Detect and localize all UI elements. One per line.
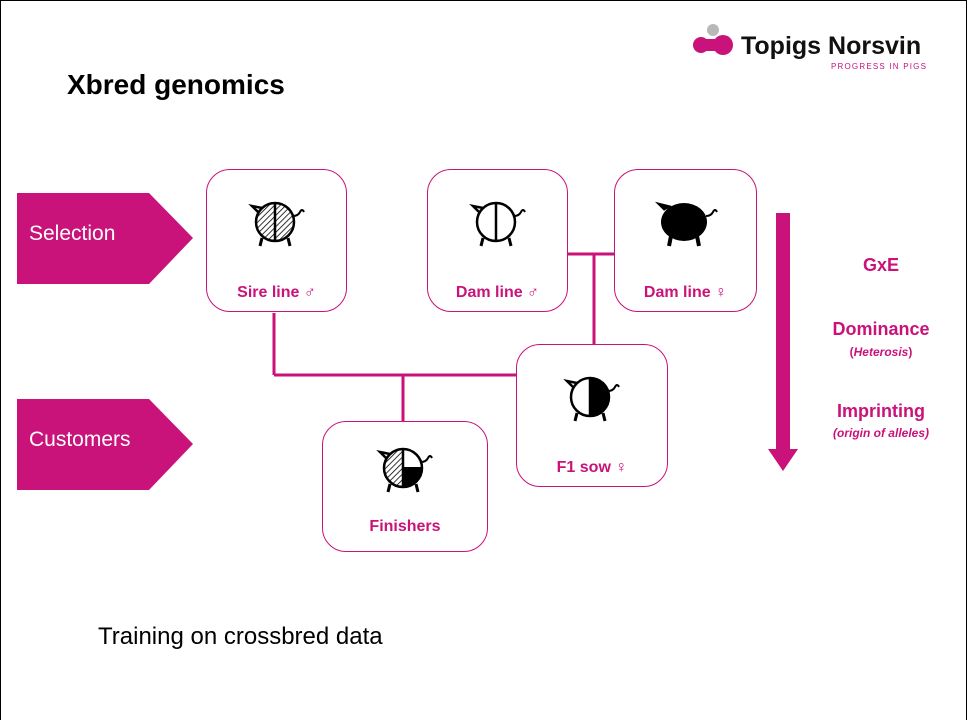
gxe-label: GxE xyxy=(862,255,900,275)
dam-line-female-card: Dam line ♀ xyxy=(614,169,757,312)
dam-line-female-label: Dam line ♀ xyxy=(643,284,728,301)
selection-label: Selection xyxy=(29,222,116,245)
customers-label: Customers xyxy=(29,428,131,451)
customers-arrow: Customers xyxy=(17,399,193,490)
slide-title: Xbred genomics xyxy=(67,69,285,100)
imprinting-sub: (origin of alleles) xyxy=(832,426,930,440)
dominance-sub-text: Heterosis xyxy=(853,345,909,359)
finishers-label: Finishers xyxy=(369,518,441,535)
sire-line-label: Sire line ♂ xyxy=(237,284,316,301)
dominance-label: Dominance xyxy=(832,319,930,339)
logo-tagline: PROGRESS IN PIGS xyxy=(831,62,928,71)
imprinting-label: Imprinting xyxy=(837,401,925,421)
pig-solid-icon xyxy=(654,201,718,247)
topigs-norsvin-logo: Topigs Norsvin PROGRESS IN PIGS xyxy=(685,21,935,77)
logo-name: Topigs Norsvin xyxy=(741,32,922,60)
dominance-sub: (Heterosis) xyxy=(849,345,913,359)
pig-half-hatched-icon xyxy=(468,201,526,247)
dam-line-male-label: Dam line ♂ xyxy=(455,284,540,301)
selection-arrow: Selection xyxy=(17,193,193,284)
pig-half-black-icon xyxy=(563,376,620,422)
footer-text: Training on crossbred data xyxy=(98,623,383,650)
pig-hatched-icon xyxy=(247,201,305,247)
logo-mark-icon xyxy=(693,24,733,55)
sire-line-card: Sire line ♂ xyxy=(206,169,347,312)
finishers-card: Finishers xyxy=(322,421,488,552)
imprinting-sub-text: origin of alleles xyxy=(836,426,926,440)
dam-line-male-card: Dam line ♂ xyxy=(427,169,568,312)
f1-sow-label: F1 sow ♀ xyxy=(556,459,628,476)
f1-sow-card: F1 sow ♀ xyxy=(516,344,668,487)
down-arrow-icon xyxy=(768,213,798,471)
pig-quartered-icon xyxy=(376,447,433,493)
